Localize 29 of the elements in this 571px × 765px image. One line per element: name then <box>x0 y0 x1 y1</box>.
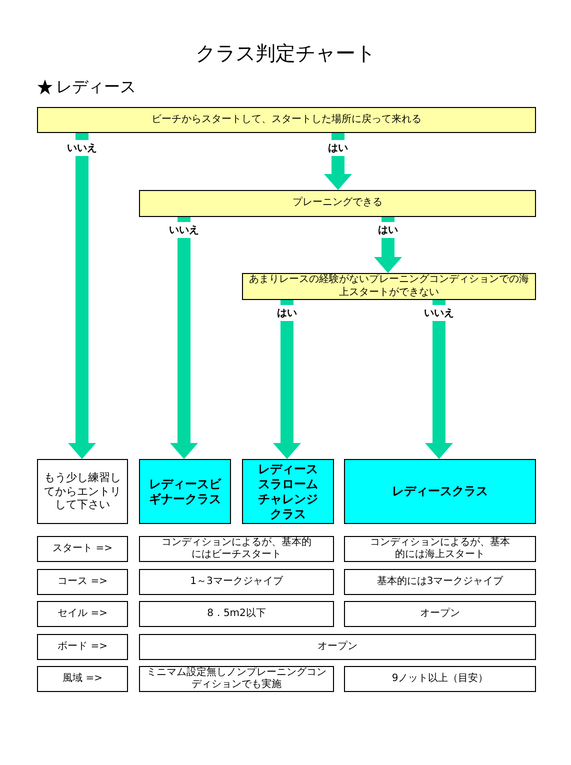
question-box: ビーチからスタートして、スタートした場所に戻って来れる <box>37 107 536 133</box>
question-box: あまりレースの経験がないプレーニングコンディションでの海上スタートができない <box>242 273 536 300</box>
chart-title: クラス判定チャート <box>194 40 376 67</box>
block-arrow <box>425 300 453 459</box>
section-heading: レディース <box>56 77 136 98</box>
table-cell: スタート => <box>37 536 128 562</box>
block-arrow <box>374 217 402 273</box>
table-cell: ミニマム設定無しノンプレーニングコンディションでも実施 <box>139 666 334 692</box>
block-arrow <box>68 133 96 459</box>
table-cell: 基本的には3マークジャイブ <box>344 569 536 595</box>
class-box: レディースクラス <box>344 459 536 524</box>
class-box: レディーススラロームチャレンジクラス <box>242 459 334 524</box>
class-box: レディースビギナークラス <box>139 459 231 524</box>
table-cell: コース => <box>37 569 128 595</box>
question-box: プレーニングできる <box>139 190 536 217</box>
table-cell: オープン <box>139 634 536 660</box>
table-cell: コンディションによるが、基本的にはビーチスタート <box>139 536 334 562</box>
table-cell: ボード => <box>37 634 128 660</box>
block-arrow <box>273 300 301 459</box>
block-arrow <box>324 133 352 190</box>
table-cell: コンディションによるが、基本的には海上スタート <box>344 536 536 562</box>
table-cell: 1～3マークジャイブ <box>139 569 334 595</box>
result-box: もう少し練習してからエントリして下さい <box>37 459 128 524</box>
table-cell: オープン <box>344 601 536 627</box>
table-cell: 風域 => <box>37 666 128 692</box>
block-arrow <box>170 217 198 459</box>
table-cell: 8．5m2以下 <box>139 601 334 627</box>
table-cell: セイル => <box>37 601 128 627</box>
table-cell: 9ノット以上（目安） <box>344 666 536 692</box>
